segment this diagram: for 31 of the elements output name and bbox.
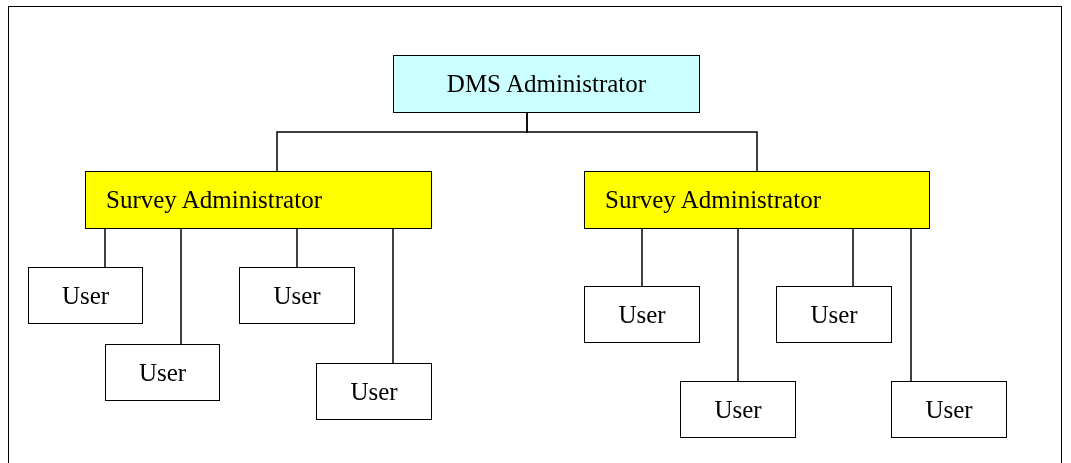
node-label: User (925, 395, 973, 424)
user-box (239, 267, 355, 324)
connector-line (296, 228, 298, 268)
user-box (28, 267, 143, 324)
user-box (680, 381, 796, 438)
node-label: DMS Administrator (446, 70, 647, 98)
connector-line (737, 228, 739, 382)
node-label: User (61, 281, 110, 310)
connector-line (392, 228, 394, 364)
connector-line (180, 228, 182, 345)
node-label: User (138, 358, 187, 387)
node-label: Survey Administrator (106, 186, 322, 214)
connector-line (910, 228, 912, 382)
node-label: User (810, 300, 858, 329)
connector-line (852, 228, 854, 287)
user-box (316, 363, 432, 420)
connector-line (526, 112, 758, 172)
connector-line (104, 228, 106, 268)
role-box (393, 55, 700, 113)
node-label: User (618, 300, 666, 329)
node-label: User (350, 377, 398, 406)
role-box (584, 171, 930, 229)
user-box (584, 286, 700, 343)
node-label: User (714, 395, 762, 424)
node-label: User (273, 281, 321, 310)
connector-line (641, 228, 643, 287)
user-box (105, 344, 220, 401)
user-box (776, 286, 892, 343)
user-box (891, 381, 1007, 438)
role-box (85, 171, 432, 229)
node-label: Survey Administrator (605, 186, 821, 214)
